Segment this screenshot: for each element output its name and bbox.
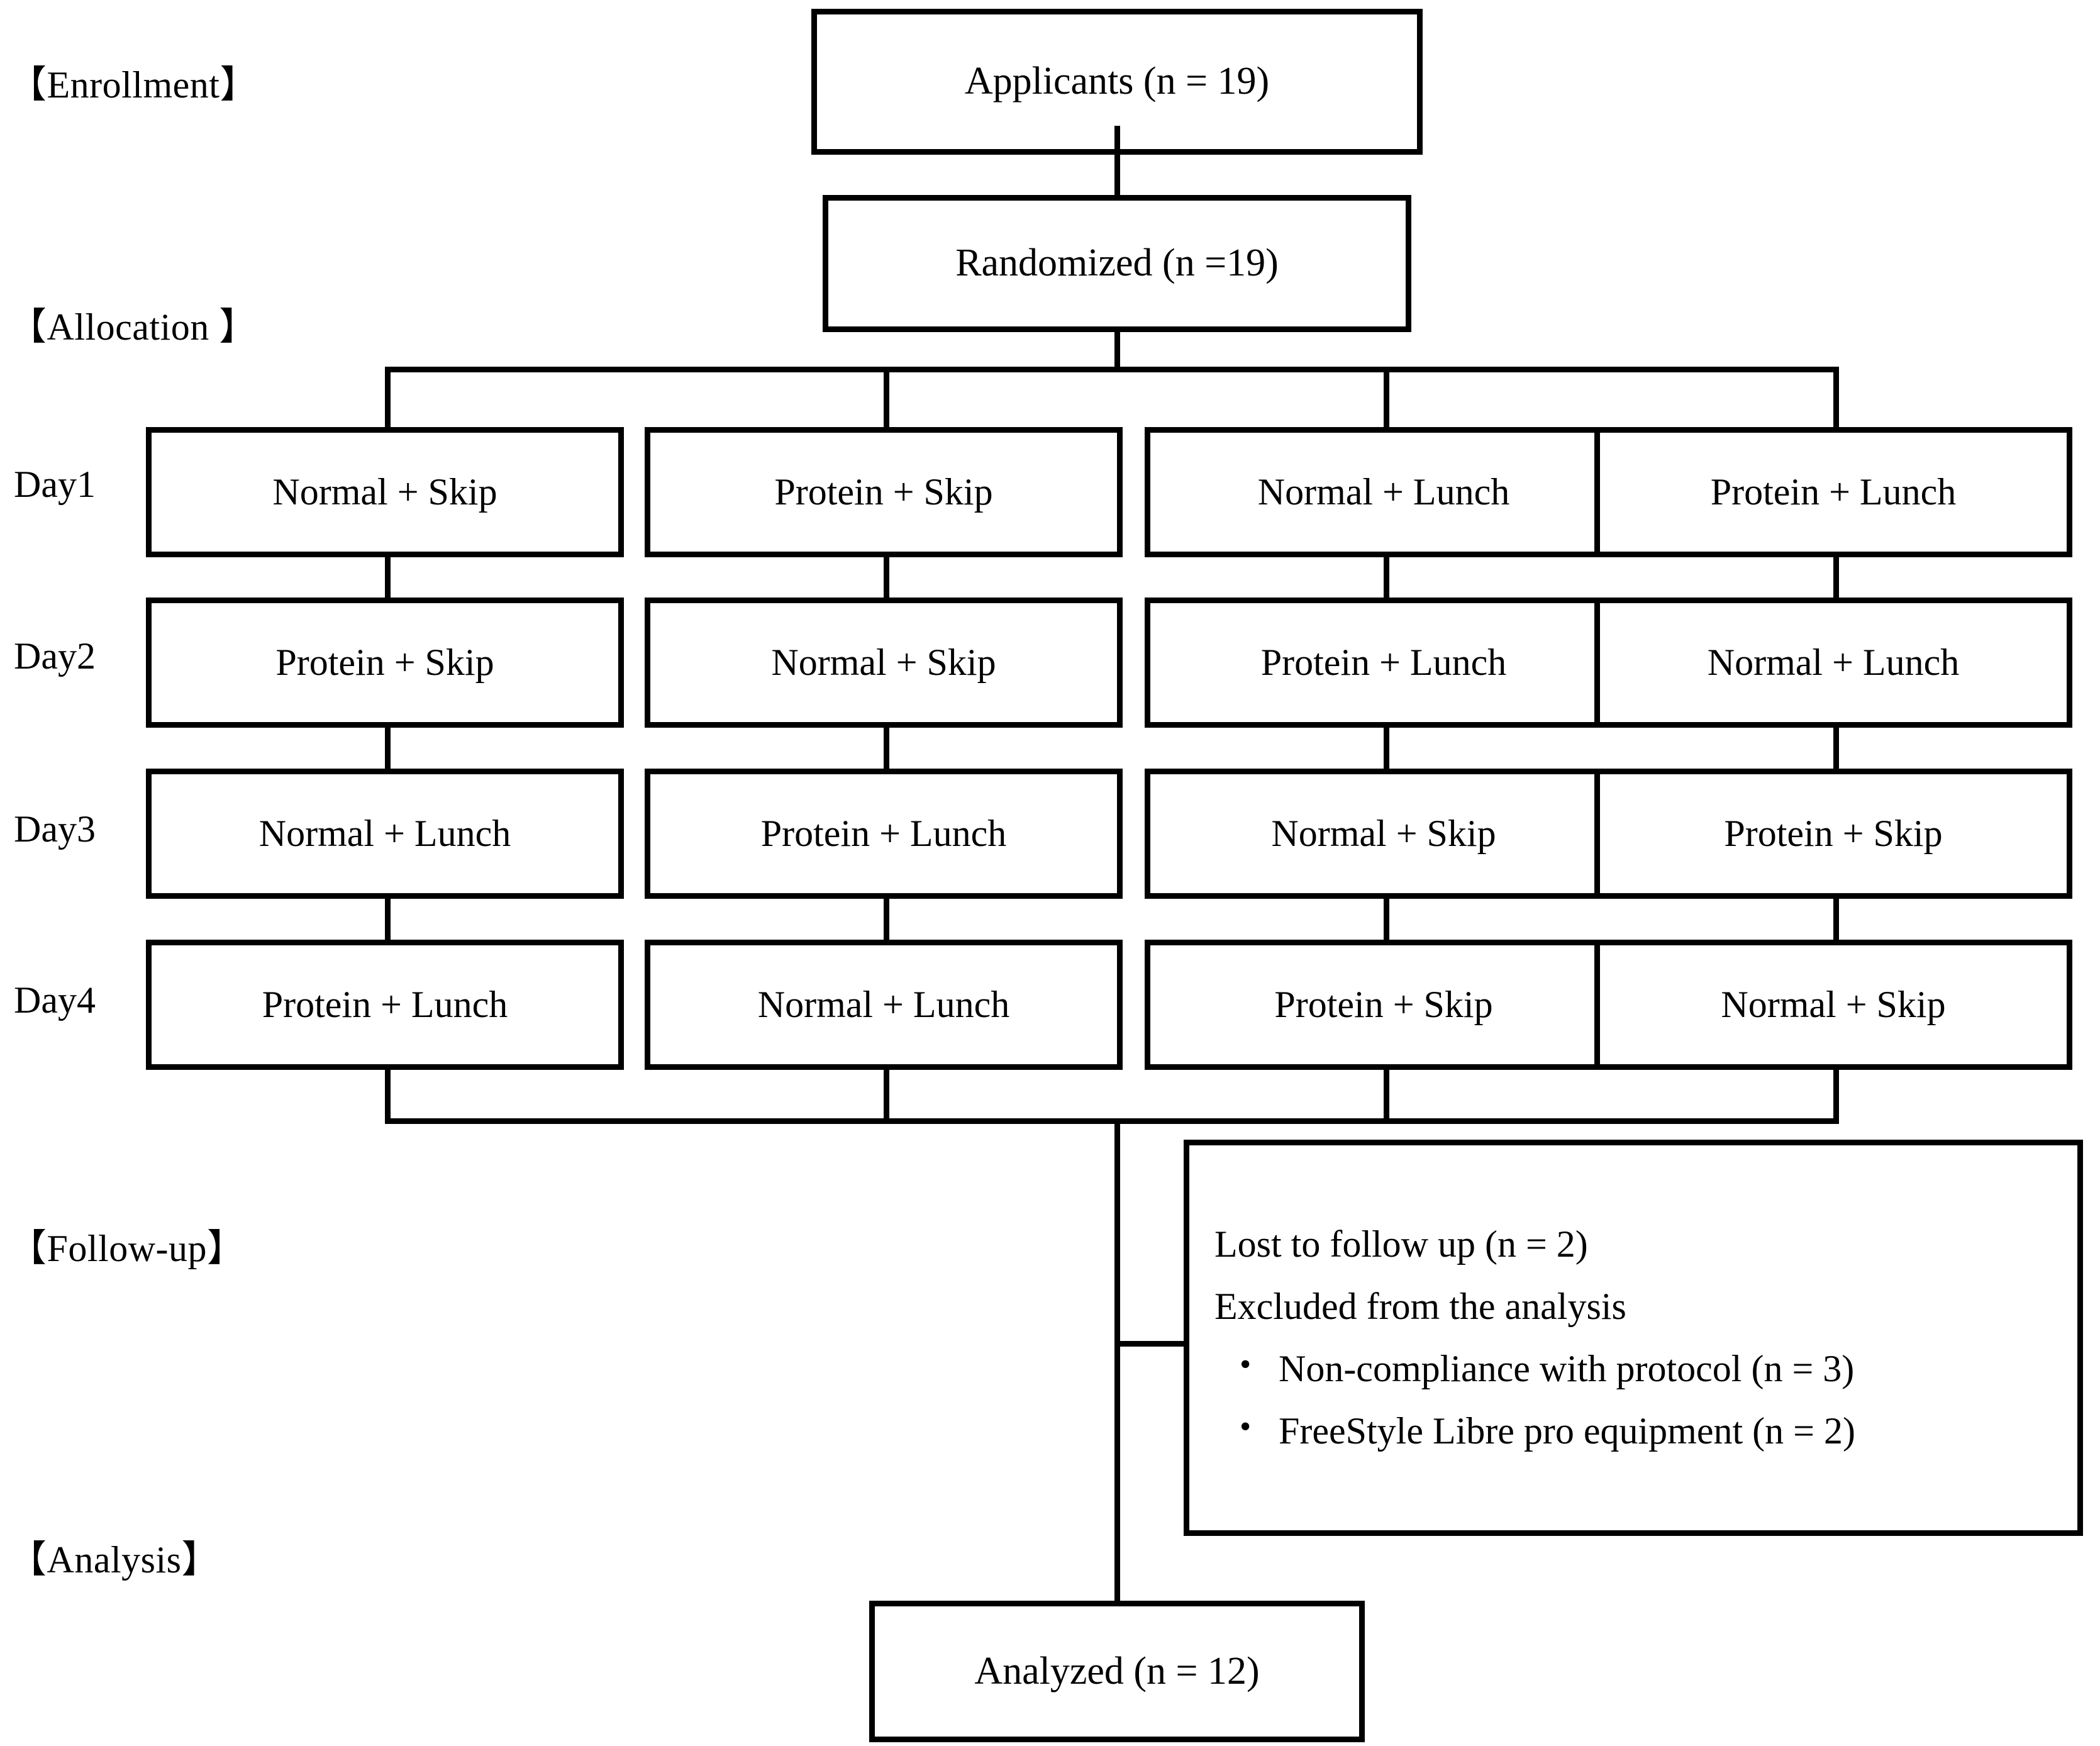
box-applicants-label: Applicants (n = 19) xyxy=(964,60,1270,103)
alloc-cell-r3c1-label: Normal + Lunch xyxy=(258,813,511,854)
alloc-cell-r1c1-label: Normal + Skip xyxy=(272,471,497,513)
followup-lost-label: Lost to follow up (n = 2) xyxy=(1214,1223,1588,1265)
alloc-cell-r2c2: Normal + Skip xyxy=(645,598,1123,728)
alloc-cell-r4c2-label: Normal + Lunch xyxy=(757,984,1010,1025)
joiner-r1r2-c4 xyxy=(1833,553,1839,599)
alloc-cell-r4c2: Normal + Lunch xyxy=(645,940,1123,1070)
connector-applicants-to-randomized xyxy=(1114,126,1120,195)
box-analyzed-label: Analyzed (n = 12) xyxy=(974,1649,1260,1693)
joiner-r3r4-c2 xyxy=(884,895,889,940)
box-randomized-label: Randomized (n =19) xyxy=(955,242,1279,285)
alloc-cell-r3c2-label: Protein + Lunch xyxy=(760,813,1007,854)
stage-label-followup: 【Follow-up】 xyxy=(9,1228,245,1269)
distributor-drop-col1 xyxy=(385,367,391,427)
connector-trunk-to-analyzed xyxy=(1114,1118,1120,1604)
alloc-cell-r3c3-label: Normal + Skip xyxy=(1271,813,1496,854)
followup-excluded-heading: Excluded from the analysis xyxy=(1214,1285,1626,1327)
alloc-cell-r4c1: Protein + Lunch xyxy=(146,940,624,1070)
alloc-cell-r2c1: Protein + Skip xyxy=(146,598,624,728)
alloc-cell-r1c4-label: Protein + Lunch xyxy=(1710,471,1957,513)
box-followup-details: Lost to follow up (n = 2) Excluded from … xyxy=(1184,1140,2083,1536)
alloc-cell-r3c2: Protein + Lunch xyxy=(645,769,1123,899)
alloc-cell-r2c3: Protein + Lunch xyxy=(1145,598,1623,728)
joiner-r3r4-c4 xyxy=(1833,895,1839,940)
alloc-cell-r4c4-label: Normal + Skip xyxy=(1721,984,1946,1025)
collector-drop-col4 xyxy=(1833,1066,1839,1123)
collector-drop-col3 xyxy=(1384,1066,1389,1123)
alloc-cell-r1c3-label: Normal + Lunch xyxy=(1257,471,1510,513)
day-label-4: Day4 xyxy=(14,979,96,1021)
alloc-cell-r1c1: Normal + Skip xyxy=(146,427,624,557)
alloc-cell-r1c3: Normal + Lunch xyxy=(1145,427,1623,557)
alloc-cell-r3c4-label: Protein + Skip xyxy=(1724,813,1943,854)
alloc-cell-r4c4: Normal + Skip xyxy=(1594,940,2072,1070)
alloc-cell-r3c4: Protein + Skip xyxy=(1594,769,2072,899)
collector-drop-col2 xyxy=(884,1066,889,1123)
alloc-cell-r1c4: Protein + Lunch xyxy=(1594,427,2072,557)
alloc-cell-r2c4: Normal + Lunch xyxy=(1594,598,2072,728)
followup-excluded-item-2: FreeStyle Libre pro equipment (n = 2) xyxy=(1240,1409,2052,1452)
alloc-cell-r2c3-label: Protein + Lunch xyxy=(1260,642,1507,683)
joiner-r3r4-c1 xyxy=(385,895,391,940)
alloc-cell-r2c4-label: Normal + Lunch xyxy=(1707,642,1960,683)
joiner-r2r3-c4 xyxy=(1833,724,1839,769)
stage-label-analysis: 【Analysis】 xyxy=(9,1539,219,1581)
alloc-cell-r1c2-label: Protein + Skip xyxy=(774,471,993,513)
day-label-1: Day1 xyxy=(14,464,96,505)
collector-drop-col1 xyxy=(385,1066,391,1123)
followup-excluded-item-1: Non-compliance with protocol (n = 3) xyxy=(1240,1347,2052,1390)
connector-randomized-to-distributor xyxy=(1114,327,1120,369)
distributor-drop-col3 xyxy=(1384,367,1389,427)
joiner-r2r3-c2 xyxy=(884,724,889,769)
alloc-cell-r4c1-label: Protein + Lunch xyxy=(262,984,508,1025)
day-label-3: Day3 xyxy=(14,808,96,850)
alloc-cell-r3c3: Normal + Skip xyxy=(1145,769,1623,899)
joiner-r1r2-c1 xyxy=(385,553,391,599)
joiner-r1r2-c2 xyxy=(884,553,889,599)
joiner-r2r3-c3 xyxy=(1384,724,1389,769)
box-randomized: Randomized (n =19) xyxy=(823,195,1411,332)
distributor-drop-col4 xyxy=(1833,367,1839,427)
joiner-r3r4-c3 xyxy=(1384,895,1389,940)
joiner-r1r2-c3 xyxy=(1384,553,1389,599)
distributor-bar xyxy=(385,367,1839,372)
alloc-cell-r2c2-label: Normal + Skip xyxy=(771,642,996,683)
day-label-2: Day2 xyxy=(14,635,96,677)
stage-label-allocation: 【Allocation 】 xyxy=(9,306,257,348)
alloc-cell-r3c1: Normal + Lunch xyxy=(146,769,624,899)
distributor-drop-col2 xyxy=(884,367,889,427)
joiner-r2r3-c1 xyxy=(385,724,391,769)
alloc-cell-r4c3-label: Protein + Skip xyxy=(1274,984,1493,1025)
connector-trunk-to-followup-box xyxy=(1114,1341,1189,1347)
box-analyzed: Analyzed (n = 12) xyxy=(869,1601,1365,1742)
alloc-cell-r4c3: Protein + Skip xyxy=(1145,940,1623,1070)
stage-label-enrollment: 【Enrollment】 xyxy=(9,64,258,106)
alloc-cell-r1c2: Protein + Skip xyxy=(645,427,1123,557)
alloc-cell-r2c1-label: Protein + Skip xyxy=(275,642,494,683)
collector-bar xyxy=(385,1118,1839,1124)
